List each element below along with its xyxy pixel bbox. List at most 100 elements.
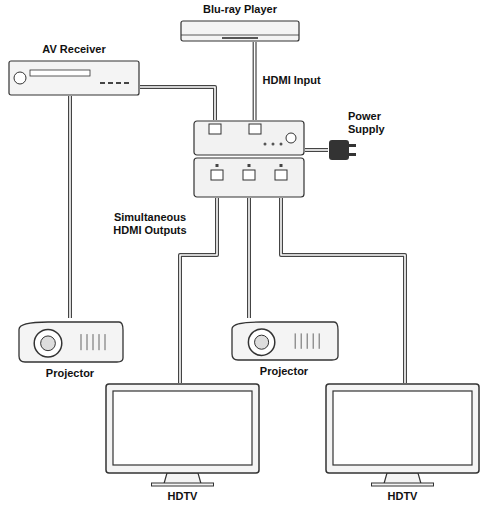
device-label: Blu-ray Player [160, 3, 320, 16]
tv-screen [113, 391, 252, 465]
tv-frame [326, 384, 479, 473]
tv-base [372, 483, 434, 486]
bluray-device: Blu-ray Player [180, 20, 300, 42]
projector-vent [301, 333, 302, 348]
device-label: HDTV [305, 490, 487, 503]
receiver-button [100, 82, 105, 84]
projector-vent [313, 333, 314, 348]
cable-outline [247, 198, 251, 318]
projector-vent [319, 333, 320, 348]
device-name: HDTV [388, 490, 418, 502]
tv-illustration [105, 383, 260, 487]
status-led [264, 143, 267, 146]
tv-stand [384, 473, 421, 484]
projector-lens [34, 330, 62, 358]
projector-vent [81, 334, 82, 350]
hdmi-port [209, 124, 221, 134]
cable-core [140, 87, 215, 120]
projector-vent [105, 334, 106, 350]
device-label: HDTV [85, 490, 280, 503]
device-label: Projector [0, 367, 145, 380]
tv-screen [333, 391, 472, 465]
cable-label: HDMI Input [263, 74, 321, 87]
cable-core [180, 198, 217, 383]
player-body [181, 21, 299, 41]
cable-outline [68, 96, 72, 318]
tv-device: HDTV [105, 383, 260, 487]
hdmi-port [211, 170, 223, 180]
hdmi-port [243, 170, 255, 180]
cable-outline [140, 87, 215, 120]
projector-vent [99, 334, 100, 350]
device-name: Blu-ray Player [203, 3, 277, 15]
tv-frame [106, 384, 259, 473]
cable-core [248, 198, 250, 318]
cable-outline [305, 148, 328, 152]
receiver-device: AV Receiver [8, 60, 140, 96]
hdmi-cable [140, 87, 215, 120]
port-led [216, 164, 219, 167]
device-name: Projector [46, 367, 94, 379]
receiver-display [30, 70, 90, 76]
receiver-button [124, 82, 129, 84]
projector-device: Projector [228, 318, 340, 362]
projector-illustration [228, 318, 340, 362]
cable-outline [180, 198, 217, 383]
projector-lens [248, 329, 274, 355]
device-label: Projector [208, 365, 360, 378]
projector-vent [295, 333, 296, 348]
status-led [280, 143, 283, 146]
tv-stand [164, 473, 201, 484]
splitter-top [194, 121, 304, 155]
hdmi-cable [249, 198, 250, 318]
projector-vent [87, 334, 88, 350]
power-device: Power Supply [328, 138, 358, 162]
projector-body [19, 322, 123, 362]
device-label: Power Supply [348, 110, 402, 136]
projector-lens-inner [255, 335, 269, 349]
hdmi-cable [254, 42, 255, 120]
hdmi-cable [305, 150, 328, 151]
power-illustration [328, 138, 358, 162]
dc-jack [286, 133, 296, 143]
cable-label-text: HDMI Input [263, 74, 321, 86]
device-name: HDTV [168, 490, 198, 502]
tv-device: HDTV [325, 383, 480, 487]
device-name: AV Receiver [42, 43, 105, 55]
projector-vent [307, 333, 308, 348]
receiver-knob [14, 72, 26, 84]
hdmi-port [275, 170, 287, 180]
cable-core [69, 96, 71, 318]
projector-body [232, 322, 338, 360]
bluray-illustration [180, 20, 300, 42]
disc-slot [222, 37, 258, 39]
hdmi-cable [70, 96, 71, 318]
adapter-prong [349, 144, 356, 147]
splitter-illustration [193, 120, 305, 198]
receiver-button [116, 82, 121, 84]
port-led [280, 164, 283, 167]
receiver-button [108, 82, 113, 84]
receiver-illustration [8, 60, 140, 96]
device-name: Projector [260, 365, 308, 377]
adapter-prong [349, 153, 356, 156]
receiver-body [9, 61, 139, 95]
device-label: AV Receiver [0, 43, 160, 56]
device-name: Power Supply [348, 110, 385, 135]
splitter-bottom [194, 158, 304, 197]
projector-device: Projector [15, 318, 125, 364]
splitter-device [193, 120, 305, 198]
note-text: Simultaneous HDMI Outputs [113, 211, 186, 236]
hdmi-cable [180, 198, 217, 383]
note-label: Simultaneous HDMI Outputs [104, 211, 196, 237]
projector-vent [93, 334, 94, 350]
status-led [272, 143, 275, 146]
adapter-body [329, 140, 349, 160]
tv-illustration [325, 383, 480, 487]
hdmi-port [249, 124, 261, 134]
cable-outline [253, 42, 257, 120]
cable-core [254, 42, 256, 120]
player-front [181, 35, 299, 36]
projector-lens-inner [41, 336, 56, 351]
